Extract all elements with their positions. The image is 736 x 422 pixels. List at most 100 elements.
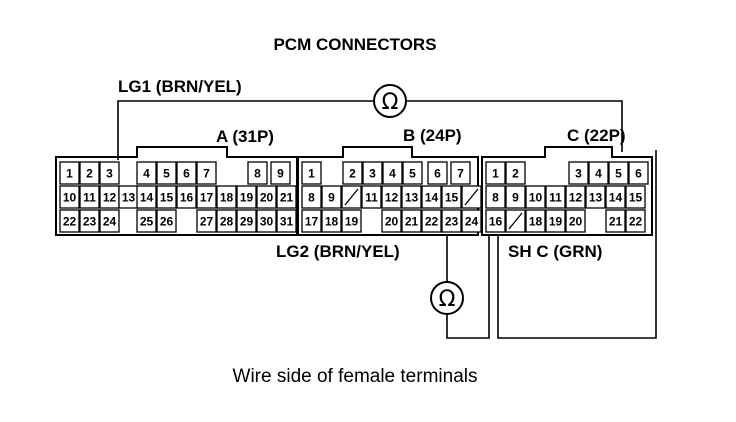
pin-number: 5 [615,167,622,181]
pin-number: 18 [220,191,234,205]
connector-a-pin: 10 [59,185,80,209]
pin-number: 13 [405,191,419,205]
pin-number: 14 [140,191,154,205]
ohmmeter-icon-bottom: Ω [430,281,464,315]
pin-number: 1 [308,167,315,181]
pin-number: 20 [569,215,583,229]
pin-number: 10 [63,191,77,205]
connector-a-label: A (31P) [216,127,274,146]
connector-b-pin: 9 [321,185,342,209]
lg1-wire-label: LG1 (BRN/YEL) [118,77,242,96]
pin-number: 10 [529,191,543,205]
connector-c-pin: 18 [525,209,546,233]
connector-b-shell [297,146,479,236]
connector-c-pin: 19 [545,209,566,233]
shc-wire-label: SH C (GRN) [508,242,602,261]
connector-a-pin: 13 [118,185,139,209]
pin-number: 22 [629,215,643,229]
lg2-wire [446,236,490,339]
pin-number: 15 [160,191,174,205]
pin-number: 4 [389,167,396,181]
pin-number: 31 [280,215,294,229]
connector-a-pin: 24 [99,209,120,233]
connector-a-pin: 29 [236,209,257,233]
connector-c-pin: 12 [565,185,586,209]
connector-c-pin: 14 [605,185,626,209]
connector-b-pin: 22 [421,209,442,233]
connector-a-pin: 4 [136,161,157,185]
pin-number: 28 [220,215,234,229]
connector-b-pin: 19 [341,209,362,233]
pin-number: 17 [200,191,214,205]
pin-number: 2 [349,167,356,181]
pin-number: 2 [512,167,519,181]
pin-number: 25 [140,215,154,229]
pin-number: 24 [103,215,117,229]
connector-c-pin: 6 [628,161,649,185]
pin-number: 1 [66,167,73,181]
pin-number: 19 [549,215,563,229]
connector-c-label: C (22P) [567,126,626,145]
connector-c-pin: 2 [505,161,526,185]
connector-c-pin: 4 [588,161,609,185]
pin-number: 3 [575,167,582,181]
connector-b-pin: 13 [401,185,422,209]
connector-c-pin: 16 [485,209,506,233]
pin-number: 18 [529,215,543,229]
pin-number: 6 [183,167,190,181]
pin-number: 7 [203,167,210,181]
pin-number: 23 [445,215,459,229]
pin-number: 22 [425,215,439,229]
pin-number: 8 [254,167,261,181]
connector-a-pin: 20 [256,185,277,209]
pin-number: 17 [305,215,319,229]
blank-terminal-slash [344,188,359,206]
connector-b-pin: 15 [441,185,462,209]
connector-c-pin: 15 [625,185,646,209]
connector-a-pin: 14 [136,185,157,209]
pin-number: 5 [409,167,416,181]
ohm-symbol-top: Ω [382,90,399,115]
connector-a-pin: 6 [176,161,197,185]
connector-b-pin: 17 [301,209,322,233]
connector-c-shell [481,146,653,236]
pin-number: 12 [385,191,399,205]
connector-a-pin: 15 [156,185,177,209]
pin-number: 16 [489,215,503,229]
pin-number: 21 [280,191,294,205]
pin-number: 23 [83,215,97,229]
connector-c-pin: 3 [568,161,589,185]
connector-c-pin: 21 [605,209,626,233]
pin-number: 20 [385,215,399,229]
connector-a-pin: 27 [196,209,217,233]
pin-number: 4 [595,167,602,181]
pin-number: 12 [569,191,583,205]
pin-number: 21 [405,215,419,229]
connector-a-pin: 28 [216,209,237,233]
pin-number: 8 [308,191,315,205]
connector-a-pin: 3 [99,161,120,185]
pin-number: 2 [86,167,93,181]
connector-a-pin: 7 [196,161,217,185]
pin-number: 24 [465,215,479,229]
pin-number: 9 [277,167,284,181]
connector-b-pin: 21 [401,209,422,233]
pin-number: 3 [369,167,376,181]
connector-a-pin: 26 [156,209,177,233]
connector-b-pin [461,185,482,209]
diagram-caption: Wire side of female terminals [233,366,478,387]
connector-c-pin: 22 [625,209,646,233]
pin-number: 8 [492,191,499,205]
connector-c-pin: 9 [505,185,526,209]
diagram-title: PCM CONNECTORS [273,35,436,54]
pin-number: 19 [240,191,254,205]
pin-number: 12 [103,191,117,205]
pin-number: 16 [180,191,194,205]
connector-b-label: B (24P) [403,126,462,145]
connector-a-pin: 18 [216,185,237,209]
connector-b-pin: 1 [301,161,322,185]
connector-c-pin [505,209,526,233]
